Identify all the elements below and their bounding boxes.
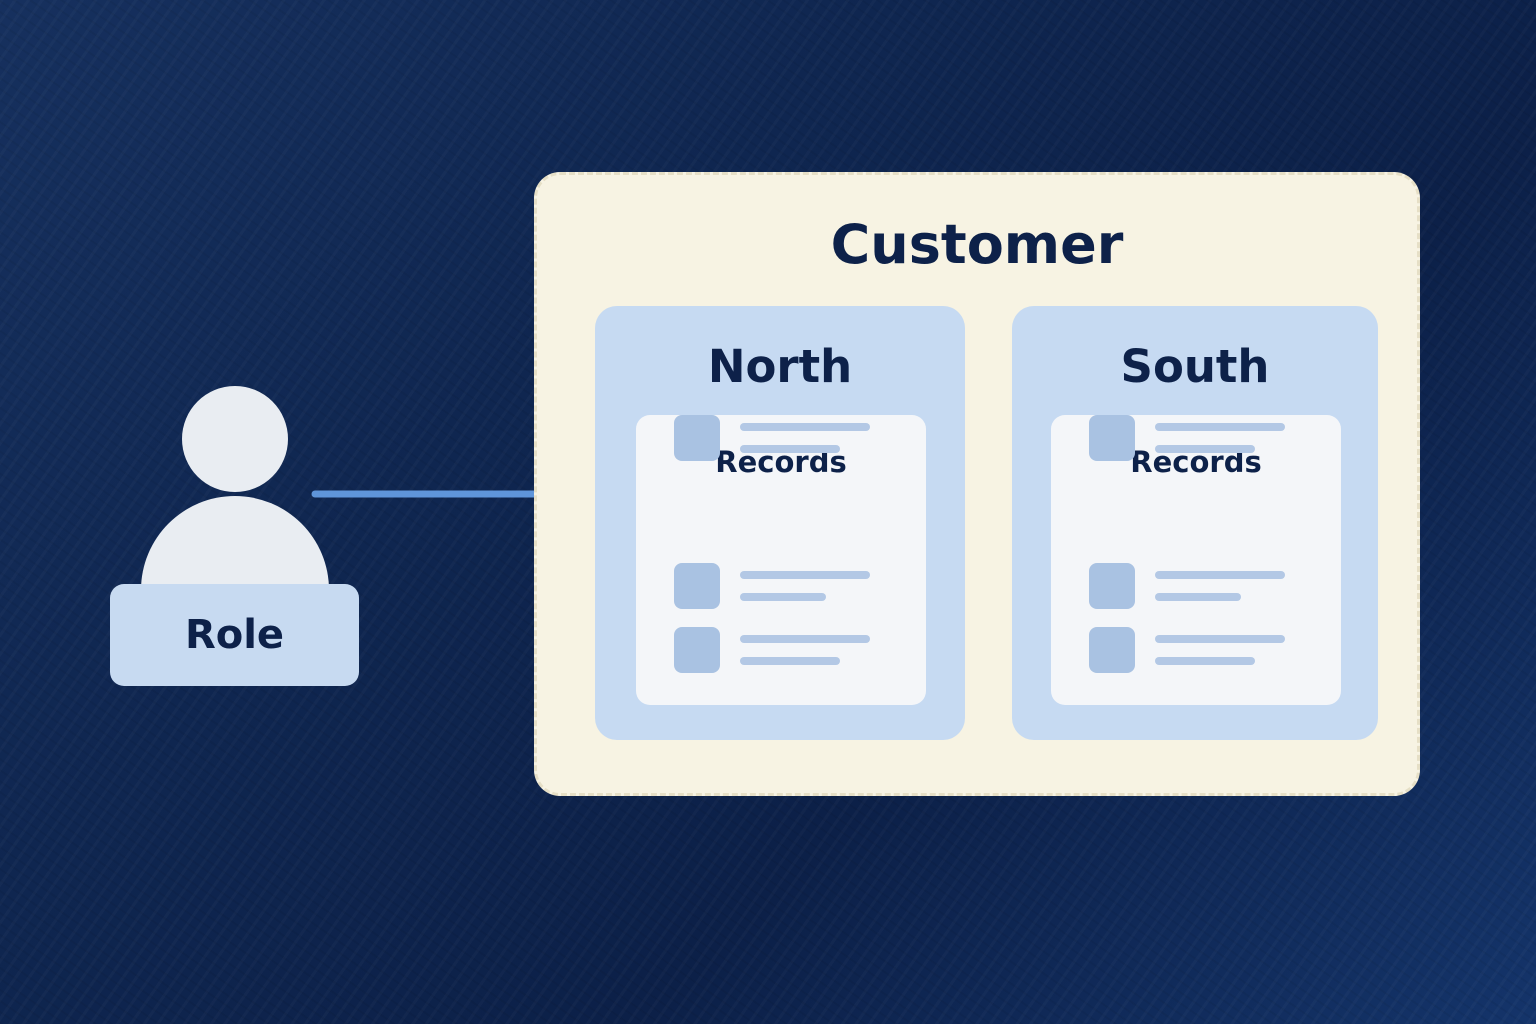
person-head-icon: [182, 386, 288, 492]
record-item: [674, 563, 874, 609]
record-line: [1155, 593, 1241, 601]
customer-container: Customer North Records South Re: [534, 172, 1420, 796]
record-line: [1155, 445, 1255, 453]
record-line: [1155, 635, 1285, 643]
record-line: [740, 423, 870, 431]
region-north: North Records: [595, 306, 965, 740]
record-item: [674, 415, 874, 461]
record-thumbnail-icon: [1089, 563, 1135, 609]
record-item: [674, 627, 874, 673]
record-thumbnail-icon: [1089, 415, 1135, 461]
records-panel: Records: [1051, 415, 1341, 705]
record-line: [740, 445, 840, 453]
record-line: [740, 657, 840, 665]
customer-title: Customer: [830, 213, 1124, 276]
record-thumbnail-icon: [674, 627, 720, 673]
record-line: [740, 635, 870, 643]
record-item: [1089, 415, 1289, 461]
record-thumbnail-icon: [1089, 627, 1135, 673]
records-panel: Records: [636, 415, 926, 705]
record-item: [1089, 627, 1289, 673]
record-thumbnail-icon: [674, 563, 720, 609]
record-line: [1155, 423, 1285, 431]
record-item: [1089, 563, 1289, 609]
record-line: [1155, 657, 1255, 665]
record-line: [740, 593, 826, 601]
role-label: Role: [110, 584, 359, 686]
region-title: North: [707, 340, 853, 393]
region-title: South: [1120, 340, 1270, 393]
record-line: [1155, 571, 1285, 579]
record-line: [740, 571, 870, 579]
region-south: South Records: [1012, 306, 1378, 740]
record-thumbnail-icon: [674, 415, 720, 461]
